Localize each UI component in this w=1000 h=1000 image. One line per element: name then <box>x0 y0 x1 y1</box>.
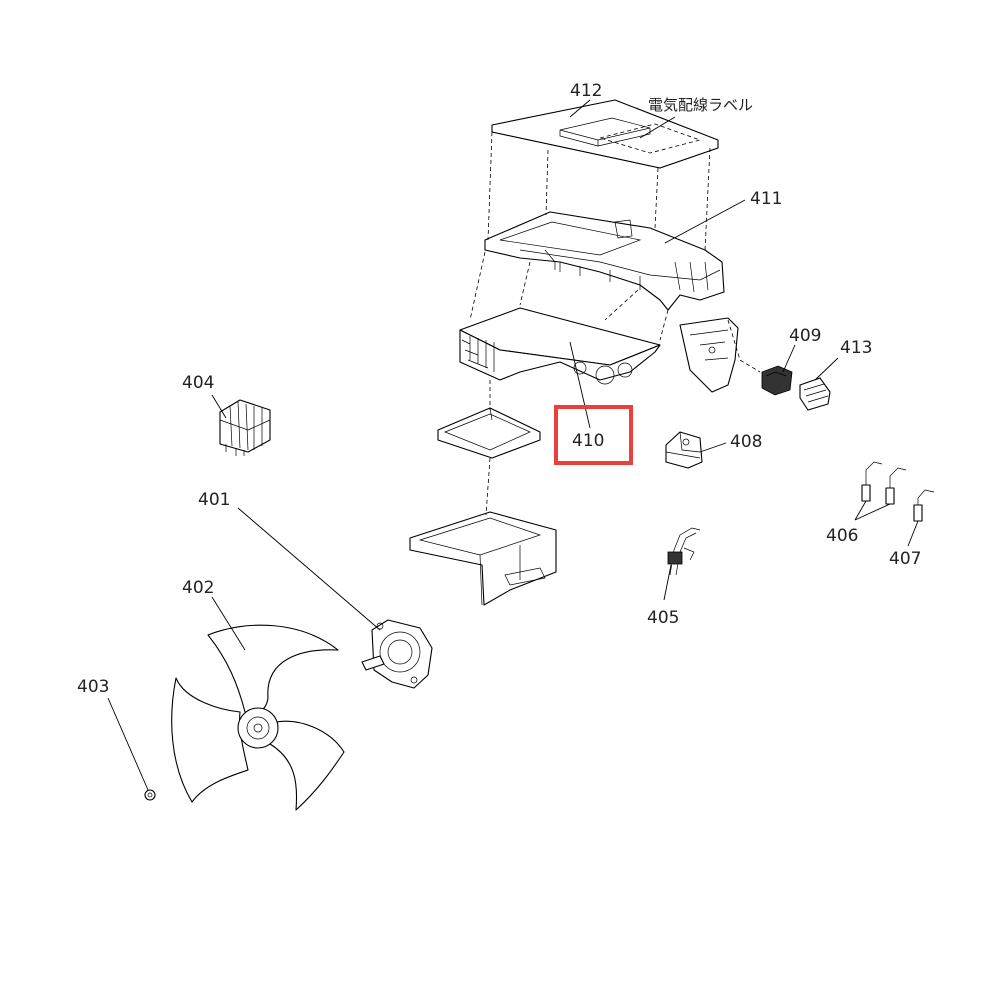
callout-404: 404 <box>182 373 214 393</box>
callout-407: 407 <box>889 549 921 569</box>
leader-lines <box>107 99 919 791</box>
callout-406: 406 <box>826 526 858 546</box>
middle-tray <box>437 407 541 459</box>
callout-412: 412 <box>570 81 602 101</box>
part-402-fan-blade <box>171 624 345 811</box>
callout-403: 403 <box>77 677 109 697</box>
callout-408: 408 <box>730 432 762 452</box>
part-409-relay <box>761 365 793 396</box>
alignment-lines <box>469 131 761 516</box>
callout-402: 402 <box>182 578 214 598</box>
part-407-sensor <box>913 489 935 522</box>
callout-409: 409 <box>789 326 821 346</box>
part-403-nut <box>144 789 156 801</box>
part-408-coil <box>665 431 703 469</box>
callout-413: 413 <box>840 338 872 358</box>
callout-401: 401 <box>198 490 230 510</box>
part-405-harness <box>667 527 701 576</box>
callout-411: 411 <box>750 189 782 209</box>
part-404-transformer <box>219 399 271 456</box>
callout-labels: 412 電気配線ラベル 411 409 413 404 410 408 401 … <box>77 81 921 697</box>
part-410-control-board <box>459 307 661 385</box>
part-413-terminal-block <box>799 377 831 411</box>
part-406-sensors <box>861 461 907 505</box>
callout-410: 410 <box>572 431 604 451</box>
side-bracket <box>679 317 739 393</box>
part-401-fan-motor <box>361 619 433 689</box>
highlight-box-410 <box>554 405 633 465</box>
wiring-label-text: 電気配線ラベル <box>648 96 753 114</box>
callout-405: 405 <box>647 608 679 628</box>
lower-base <box>409 511 557 606</box>
part-411-upper-frame <box>484 211 725 311</box>
